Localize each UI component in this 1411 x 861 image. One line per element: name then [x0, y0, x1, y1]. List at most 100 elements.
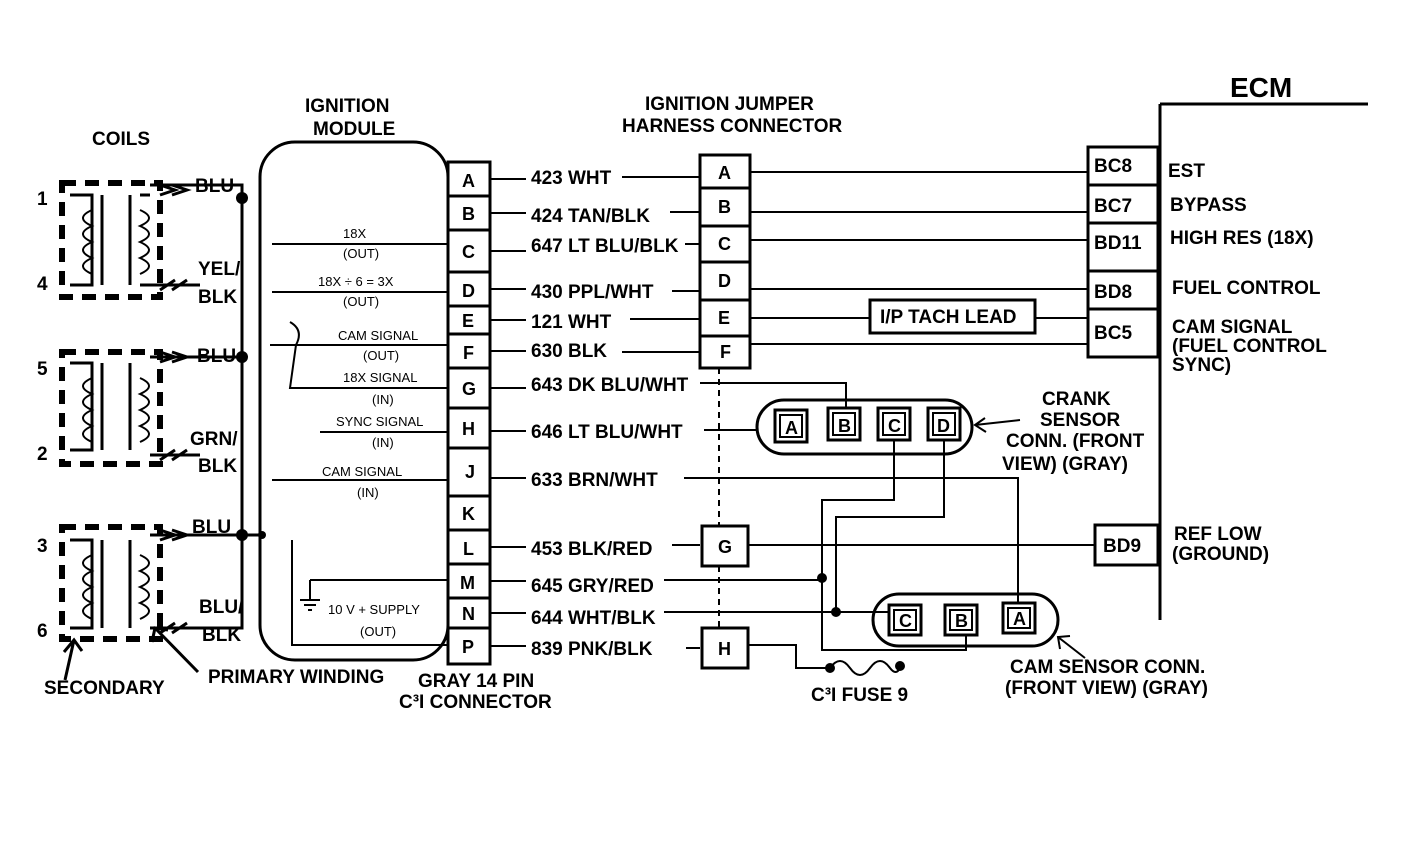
cam-pin: B	[955, 611, 968, 631]
jumper-title: HARNESS CONNECTOR	[622, 116, 843, 137]
crank-pin: C	[888, 416, 901, 436]
circuit-label: 647 LT BLU/BLK	[531, 236, 679, 257]
jumper-pin: D	[718, 271, 731, 291]
ecm-function-label: (GROUND)	[1172, 544, 1269, 565]
circuit-label: 630 BLK	[531, 341, 607, 362]
circuit-labels: 423 WHT 424 TAN/BLK 647 LT BLU/BLK 430 P…	[490, 168, 700, 660]
module-pin: G	[462, 379, 476, 399]
coil-number: 1	[37, 189, 48, 210]
fuse-label: C³I FUSE 9	[811, 685, 908, 706]
ecm-block: ECM	[1158, 72, 1368, 620]
coil-wire-label: YEL/	[198, 259, 241, 280]
ecm-pin: BD11	[1094, 233, 1142, 254]
coil-1-4	[59, 180, 200, 300]
cam-sensor-connector: C B A C³I FUSE 9 CAM SENSOR CONN. (FRONT…	[664, 573, 1208, 706]
cam-sensor-label: (FRONT VIEW) (GRAY)	[1005, 678, 1208, 699]
module-pin: M	[460, 573, 475, 593]
module-signal-label: 18X	[343, 226, 366, 241]
module-signal-label: SYNC SIGNAL	[336, 414, 423, 429]
coils-title: COILS	[92, 129, 150, 150]
coil-wire-label: BLK	[202, 625, 241, 646]
tach-lead-label: I/P TACH LEAD	[880, 307, 1017, 328]
module-pin: C	[462, 242, 475, 262]
jumper-pin: B	[718, 197, 731, 217]
jumper-pin: G	[718, 537, 732, 557]
circuit-label: 839 PNK/BLK	[531, 639, 653, 660]
ecm-pin: BC5	[1094, 323, 1132, 344]
module-pin: L	[463, 539, 474, 559]
module-title: MODULE	[313, 119, 395, 140]
coil-wire-label: GRN/	[190, 429, 238, 450]
ecm-title: ECM	[1230, 72, 1292, 103]
jumper-title: IGNITION JUMPER	[645, 94, 814, 115]
crank-sensor-connector: A B C D CRANK SENSOR CONN. (FRONT VIEW) …	[684, 382, 1145, 612]
secondary-label: SECONDARY	[44, 678, 165, 699]
ecm-function-label: SYNC)	[1172, 355, 1231, 376]
primary-winding-label: PRIMARY WINDING	[208, 667, 384, 688]
crank-sensor-label: SENSOR	[1040, 410, 1121, 431]
ecm-pin: BD9	[1103, 536, 1141, 557]
module-signal-label: (OUT)	[360, 624, 396, 639]
crank-pin: B	[838, 416, 851, 436]
tach-lead: I/P TACH LEAD	[868, 298, 1037, 335]
module-pin: F	[463, 343, 474, 363]
module-signal-label: CAM SIGNAL	[338, 328, 418, 343]
circuit-label: 645 GRY/RED	[531, 576, 654, 597]
coil-wire-label: BLK	[198, 287, 237, 308]
module-pin: H	[462, 419, 475, 439]
jumper-pin: C	[718, 234, 731, 254]
circuit-label: 424 TAN/BLK	[531, 206, 650, 227]
ecm-pin: BD8	[1094, 282, 1132, 303]
module-pin: K	[462, 504, 475, 524]
module-pin: D	[462, 281, 475, 301]
coil-number: 2	[37, 444, 48, 465]
crank-sensor-label: VIEW) (GRAY)	[1002, 454, 1128, 475]
ecm-function-label: CAM SIGNAL	[1172, 317, 1293, 338]
module-signal-label: 18X SIGNAL	[343, 370, 417, 385]
ecm-function-label: (FUEL CONTROL	[1172, 336, 1327, 357]
cam-pin: C	[899, 611, 912, 631]
coil-number: 5	[37, 359, 48, 380]
coil-wire-label: BLK	[198, 456, 237, 477]
ecm-function-label: FUEL CONTROL	[1172, 278, 1321, 299]
circuit-label: 644 WHT/BLK	[531, 608, 656, 629]
coil-pack: COILS	[37, 129, 384, 699]
jumper-pin: E	[718, 308, 730, 328]
coil-number: 6	[37, 621, 48, 642]
circuit-label: 121 WHT	[531, 312, 612, 333]
ecm-pin: BC8	[1094, 156, 1132, 177]
circuit-label: 633 BRN/WHT	[531, 470, 658, 491]
coil-wire-label: BLU	[192, 517, 231, 538]
ecm-function-label: REF LOW	[1174, 524, 1262, 545]
cam-sensor-label: CAM SENSOR CONN.	[1010, 657, 1205, 678]
coil-3-6	[59, 524, 200, 642]
ecm-wiring: BC8 BC7 BD11 BD8 BC5 BD9 EST BYPASS HIGH…	[748, 145, 1327, 567]
crank-pin: D	[937, 416, 950, 436]
crank-pin: A	[785, 418, 798, 438]
ecm-function-label: BYPASS	[1170, 195, 1247, 216]
jumper-pin: A	[718, 163, 731, 183]
connector-title: C³I CONNECTOR	[399, 692, 552, 713]
coil-number: 4	[37, 274, 48, 295]
module-signal-label: (IN)	[372, 435, 394, 450]
module-signal-label: (OUT)	[343, 246, 379, 261]
module-signal-label: (IN)	[357, 485, 379, 500]
circuit-label: 646 LT BLU/WHT	[531, 422, 683, 443]
module-pin: A	[462, 171, 475, 191]
ignition-module: IGNITION MODULE A B C D E F G H	[258, 96, 552, 713]
module-title: IGNITION	[305, 96, 389, 117]
ecm-function-label: HIGH RES (18X)	[1170, 228, 1314, 249]
cam-pin: A	[1013, 609, 1026, 629]
jumper-harness-connector: IGNITION JUMPER HARNESS CONNECTOR A B C …	[622, 94, 843, 670]
module-pin-column: A B C D E F G H J K L M N P	[446, 160, 492, 666]
coil-wire-label: BLU/	[199, 597, 244, 618]
ecm-function-label: EST	[1168, 161, 1205, 182]
coil-number: 3	[37, 536, 48, 557]
module-pin: E	[462, 311, 474, 331]
jumper-pin: H	[718, 639, 731, 659]
module-signal-label: 10 V + SUPPLY	[328, 602, 420, 617]
module-signal-label: (OUT)	[343, 294, 379, 309]
module-signal-label: CAM SIGNAL	[322, 464, 402, 479]
module-pin: B	[462, 204, 475, 224]
